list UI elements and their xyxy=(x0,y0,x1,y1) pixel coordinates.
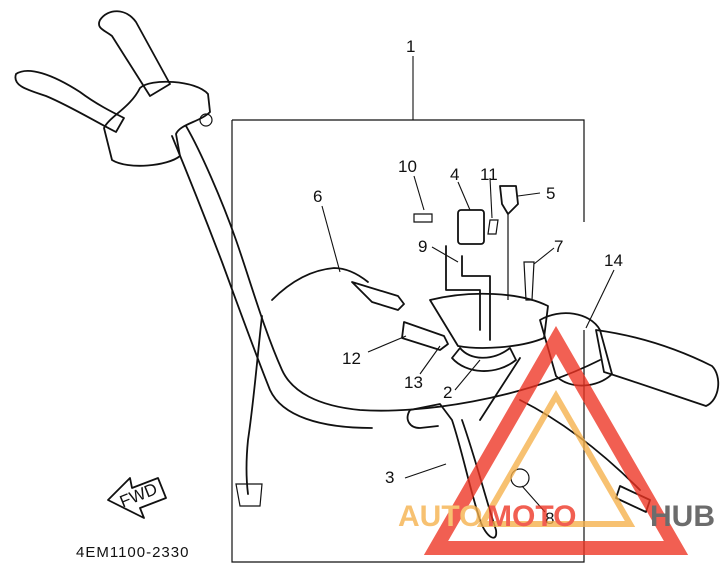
callout-11: 11 xyxy=(480,165,498,184)
callout-4: 4 xyxy=(450,165,459,184)
clutch-cable xyxy=(235,267,405,507)
callout-13: 13 xyxy=(404,373,423,392)
left-grip-assembly xyxy=(14,10,601,429)
leader-lines xyxy=(321,56,615,513)
fwd-arrow: FWD xyxy=(107,477,167,519)
callout-3: 3 xyxy=(385,468,394,487)
callout-5: 5 xyxy=(546,184,555,203)
watermark-text-auto: AUTO xyxy=(398,500,482,533)
callout-2: 2 xyxy=(443,383,452,402)
callout-10: 10 xyxy=(398,157,417,176)
callout-8: 8 xyxy=(545,509,554,528)
part-code: 4EM1100-2330 xyxy=(76,544,189,561)
watermark: AUTO MOTO HUB xyxy=(398,325,715,555)
callout-1: 1 xyxy=(406,37,415,56)
switch-bracket xyxy=(401,185,549,372)
callout-14: 14 xyxy=(604,251,623,270)
callout-6: 6 xyxy=(313,187,322,206)
callout-12: 12 xyxy=(342,349,361,368)
watermark-text-moto: MOTO xyxy=(487,500,576,533)
watermark-text-hub: HUB xyxy=(650,500,715,533)
callout-9: 9 xyxy=(418,237,427,256)
callout-7: 7 xyxy=(554,237,563,256)
watermark-logo-triangle xyxy=(423,325,689,555)
